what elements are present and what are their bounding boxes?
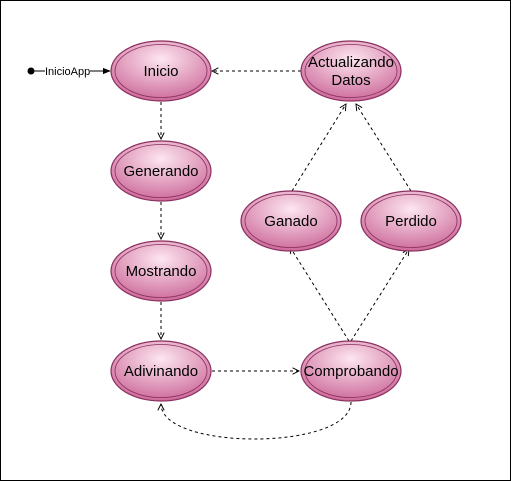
state-actualizando-inner-ring bbox=[304, 44, 398, 98]
start-label: InicioApp bbox=[45, 66, 90, 78]
state-actualizando-label-line1: Actualizando bbox=[308, 54, 394, 71]
edge-comprobando-adivinando bbox=[161, 401, 352, 440]
edge-comprobando-perdido bbox=[350, 249, 409, 342]
state-generando-inner-ring bbox=[114, 144, 208, 198]
state-adivinando[interactable]: Adivinando bbox=[110, 340, 212, 402]
state-mostrando[interactable]: Mostrando bbox=[110, 240, 212, 302]
state-mostrando-label: Mostrando bbox=[126, 263, 197, 280]
edges bbox=[161, 71, 412, 440]
state-inicio-label: Inicio bbox=[143, 63, 178, 80]
state-adivinando-label: Adivinando bbox=[124, 363, 198, 380]
start-dot bbox=[27, 67, 35, 75]
start-label-bg bbox=[45, 64, 91, 78]
state-comprobando-shape bbox=[300, 340, 402, 402]
state-generando-shape bbox=[110, 140, 212, 202]
state-comprobando-label: Comprobando bbox=[303, 363, 398, 380]
state-generando-label: Generando bbox=[123, 163, 198, 180]
edge-perdido-actualizando bbox=[356, 104, 412, 192]
start-state: InicioApp bbox=[27, 64, 111, 78]
state-perdido-shape bbox=[360, 190, 462, 252]
state-perdido-label: Perdido bbox=[385, 213, 437, 230]
state-mostrando-shape bbox=[110, 240, 212, 302]
edge-comprobando-ganado bbox=[290, 247, 350, 342]
state-ganado-label: Ganado bbox=[264, 213, 317, 230]
state-comprobando-inner-ring bbox=[304, 344, 398, 398]
state-generando[interactable]: Generando bbox=[110, 140, 212, 202]
state-actualizando-datos[interactable]: Actualizando Datos bbox=[300, 40, 402, 102]
state-inicio[interactable]: Inicio bbox=[110, 40, 212, 102]
edge-ganado-actualizando bbox=[291, 104, 346, 192]
state-actualizando-label-line2: Datos bbox=[331, 72, 370, 89]
state-adivinando-shape bbox=[110, 340, 212, 402]
state-ganado-inner-ring bbox=[244, 194, 338, 248]
state-comprobando[interactable]: Comprobando bbox=[300, 340, 402, 402]
state-ganado-shape bbox=[240, 190, 342, 252]
state-perdido[interactable]: Perdido bbox=[360, 190, 462, 252]
state-adivinando-inner-ring bbox=[114, 344, 208, 398]
state-inicio-inner-ring bbox=[114, 44, 208, 98]
state-ganado[interactable]: Ganado bbox=[240, 190, 342, 252]
state-inicio-shape bbox=[110, 40, 212, 102]
state-mostrando-inner-ring bbox=[114, 244, 208, 298]
state-perdido-inner-ring bbox=[364, 194, 458, 248]
state-actualizando-shape bbox=[300, 40, 402, 102]
